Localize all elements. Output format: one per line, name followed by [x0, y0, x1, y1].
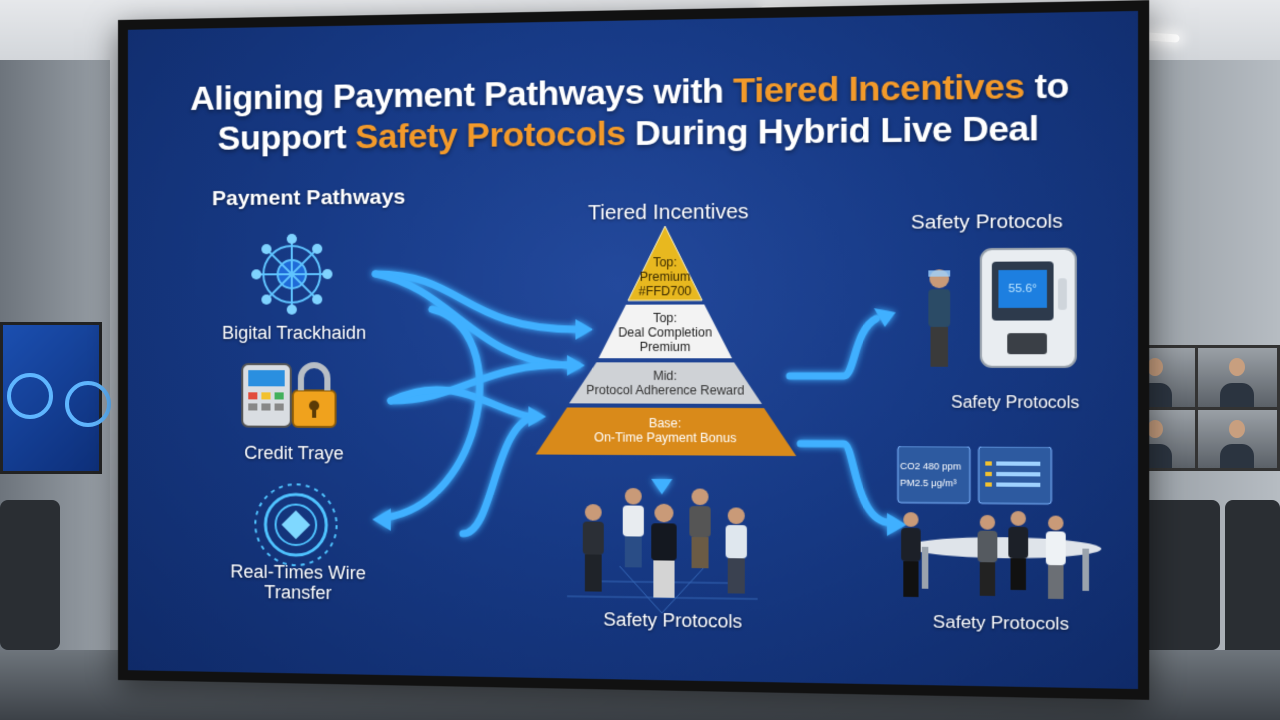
person-figure [651, 503, 677, 598]
meeting-label: Safety Protocols [932, 611, 1069, 634]
kiosk-illustration: 55.6° [915, 246, 1091, 373]
chair [1225, 500, 1280, 660]
side-logo-icon [65, 381, 111, 427]
pyramid-tier-mid [569, 362, 762, 404]
people-group [128, 487, 1138, 689]
panel-readout: CO2 480 ppm [900, 460, 962, 472]
chair [0, 500, 60, 650]
kiosk-label: Safety Protocols [951, 394, 1080, 413]
data-panel [898, 446, 970, 503]
video-tile [1197, 409, 1277, 468]
meeting-illustration: CO2 480 ppm PM2.5 μg/m³ [889, 446, 1120, 606]
pyramid-bottom-label: Safety Protocols [603, 609, 743, 632]
side-display [0, 322, 111, 474]
presentation-screen: Aligning Payment Pathways with Tiered In… [127, 10, 1139, 690]
person-figure [689, 488, 711, 569]
person-figure [928, 269, 951, 367]
card-terminal-lock-icon [238, 350, 350, 431]
person-figure [977, 514, 998, 596]
person-figure [725, 507, 747, 594]
side-logo-icon [7, 373, 53, 419]
wire-transfer-target-icon [250, 479, 341, 571]
pyramid-tier-top-deal [598, 304, 732, 359]
panel-readout: PM2.5 μg/m³ [900, 477, 957, 489]
pyramid-tier-base [535, 407, 797, 457]
person-figure [582, 504, 604, 592]
video-tile [1197, 348, 1277, 407]
data-panel [979, 447, 1052, 504]
safety-protocols-heading: Safety Protocols [910, 210, 1063, 234]
person-figure [1045, 515, 1066, 600]
presentation-display: Aligning Payment Pathways with Tiered In… [118, 0, 1150, 700]
kiosk-screen-readout: 55.6° [1008, 282, 1037, 296]
person-figure [1008, 510, 1029, 591]
network-node-icon [246, 228, 337, 319]
flow-arrows [128, 11, 907, 689]
person-figure [901, 512, 921, 598]
incentive-pyramid: Top: Premium #FFD700 Top: Deal Completio… [534, 225, 799, 464]
person-figure [622, 487, 644, 568]
